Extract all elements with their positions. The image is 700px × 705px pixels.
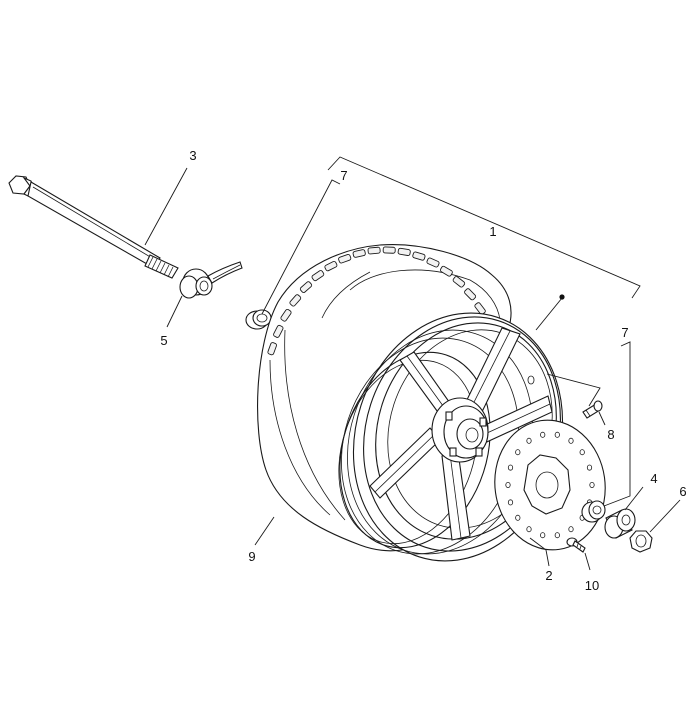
callout-3: 3 [189,148,196,163]
callout-6: 6 [679,484,686,499]
brake-disc [494,419,606,551]
tread-block [289,294,302,307]
tread-block [412,251,426,261]
callout-9: 9 [248,549,255,564]
left-bearing [245,309,272,330]
disc-hole [554,532,560,539]
tread-block [280,308,292,322]
wheel-hub [431,397,489,463]
tread-block [426,257,440,268]
assembly-dot [559,294,565,300]
tread-block [397,247,411,256]
tread-block [474,302,486,315]
callout-4: 4 [650,471,657,486]
disc-hole [540,532,546,539]
tread-block [311,270,325,282]
wheel-spacer [604,508,636,539]
callout-1: 1 [489,224,496,239]
tread-block [267,342,277,356]
callout-5: 5 [160,333,167,348]
disc-hole [579,449,585,456]
right-bearing [581,500,606,523]
tread-block [273,324,284,338]
tread-block [338,253,352,264]
callout-7-left: 7 [340,168,347,183]
disc-hole [526,526,532,533]
disc-hole [540,431,546,438]
tire-valve [582,400,603,419]
wheel-axle [8,175,179,279]
disc-bolt [566,537,586,553]
axle-thread [144,254,179,279]
disc-hole [515,514,521,521]
speedometer-drive-unit [179,261,243,299]
tread-block [452,276,466,288]
tread-block [367,246,381,255]
disc-hole [507,499,514,506]
callout-2: 2 [545,568,552,583]
callout-10: 10 [585,578,599,593]
tread-block [440,265,453,277]
disc-hole [589,481,595,488]
disc-hole [507,464,514,471]
tread-block [324,260,338,272]
disc-hole [568,437,574,444]
leader-lines [144,156,681,571]
disc-hole [515,449,521,456]
disc-hole [568,526,574,533]
disc-hole [505,481,511,488]
axle-nut [629,530,653,553]
disc-hole [586,464,593,471]
disc-hole [526,437,532,444]
tread-block [464,288,477,301]
tread-block [352,249,366,258]
tread-block [299,281,313,293]
callout-7-right: 7 [621,325,628,340]
callout-8: 8 [607,427,614,442]
disc-hole [554,431,560,438]
tread-block [382,246,396,254]
callout-labels: 1 2 3 4 5 6 7 7 8 9 10 [160,148,686,593]
